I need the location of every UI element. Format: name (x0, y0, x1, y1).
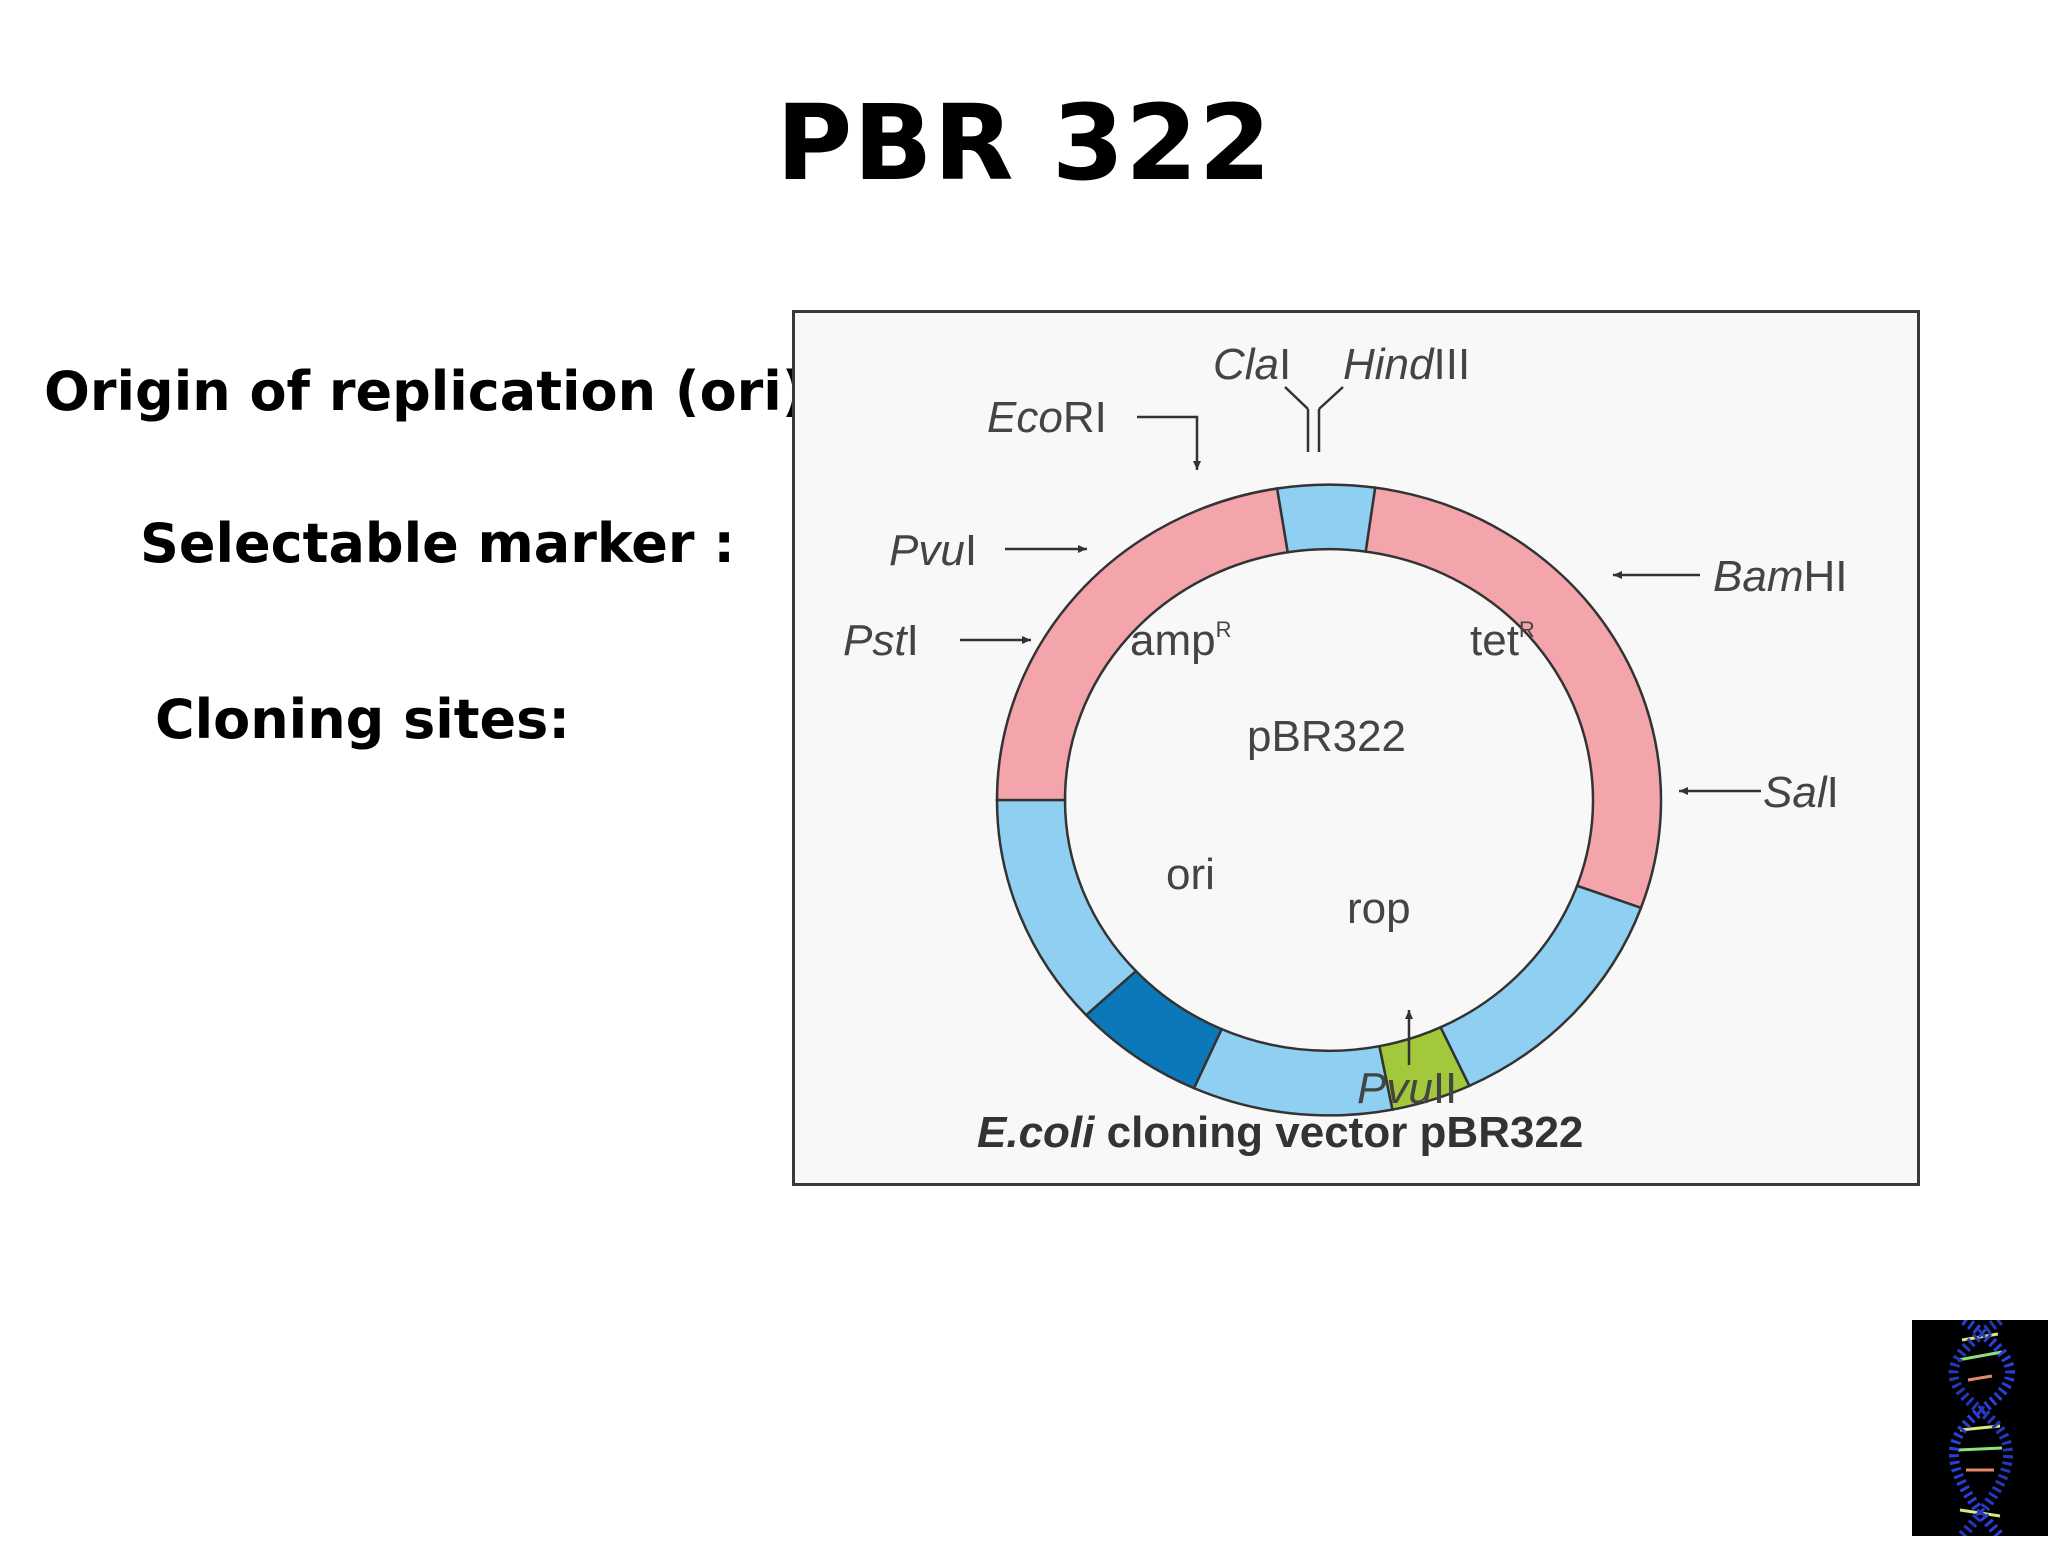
cloning-sites-label: Cloning sites: (155, 688, 570, 751)
origin-of-replication-label: Origin of replication (ori) : (44, 360, 847, 423)
ring-segment-backbone-left (995, 798, 1138, 1017)
bamhi-label: BamHI (1713, 552, 1847, 601)
plasmid-map-svg: ClaI HindIII EcoRI PvuI PstI BamHI SalI … (843, 340, 1847, 1157)
selectable-marker-label: Selectable marker : (140, 512, 735, 575)
slide-title: PBR 322 (776, 82, 1272, 204)
ring-segment-amp-resistance (995, 487, 1290, 802)
psti-label: PstI (843, 616, 919, 665)
amp-resistance-label: ampR (1130, 616, 1231, 665)
ring-segment-backbone-right (1438, 884, 1643, 1088)
tet-resistance-label: tetR (1470, 616, 1535, 665)
figure-caption: E.coli cloning vector pBR322 (977, 1108, 1583, 1157)
ring-segment-tet-resistance (1364, 486, 1663, 910)
dna-helix-thumbnail (1912, 1315, 2048, 1540)
sali-label: SalI (1763, 768, 1839, 817)
plasmid-ring (995, 483, 1663, 1117)
pvuii-label: PvuII (1357, 1064, 1457, 1113)
pvui-label: PvuI (889, 526, 977, 575)
hindiii-label: HindIII (1343, 340, 1470, 389)
pbr322-plasmid-map: ClaI HindIII EcoRI PvuI PstI BamHI SalI … (792, 310, 1920, 1186)
site-pointers (960, 386, 1761, 1065)
dna-helix-icon (1948, 1315, 2015, 1540)
clai-label: ClaI (1213, 340, 1291, 389)
rop-label: rop (1347, 884, 1411, 933)
clai-hindiii-fork (1284, 386, 1344, 452)
ecori-pointer (1137, 415, 1201, 470)
ecori-label: EcoRI (987, 393, 1107, 442)
ring-segment-clai-hindiii (1275, 483, 1377, 554)
ori-label: ori (1166, 850, 1215, 899)
plasmid-name-label: pBR322 (1247, 712, 1406, 761)
